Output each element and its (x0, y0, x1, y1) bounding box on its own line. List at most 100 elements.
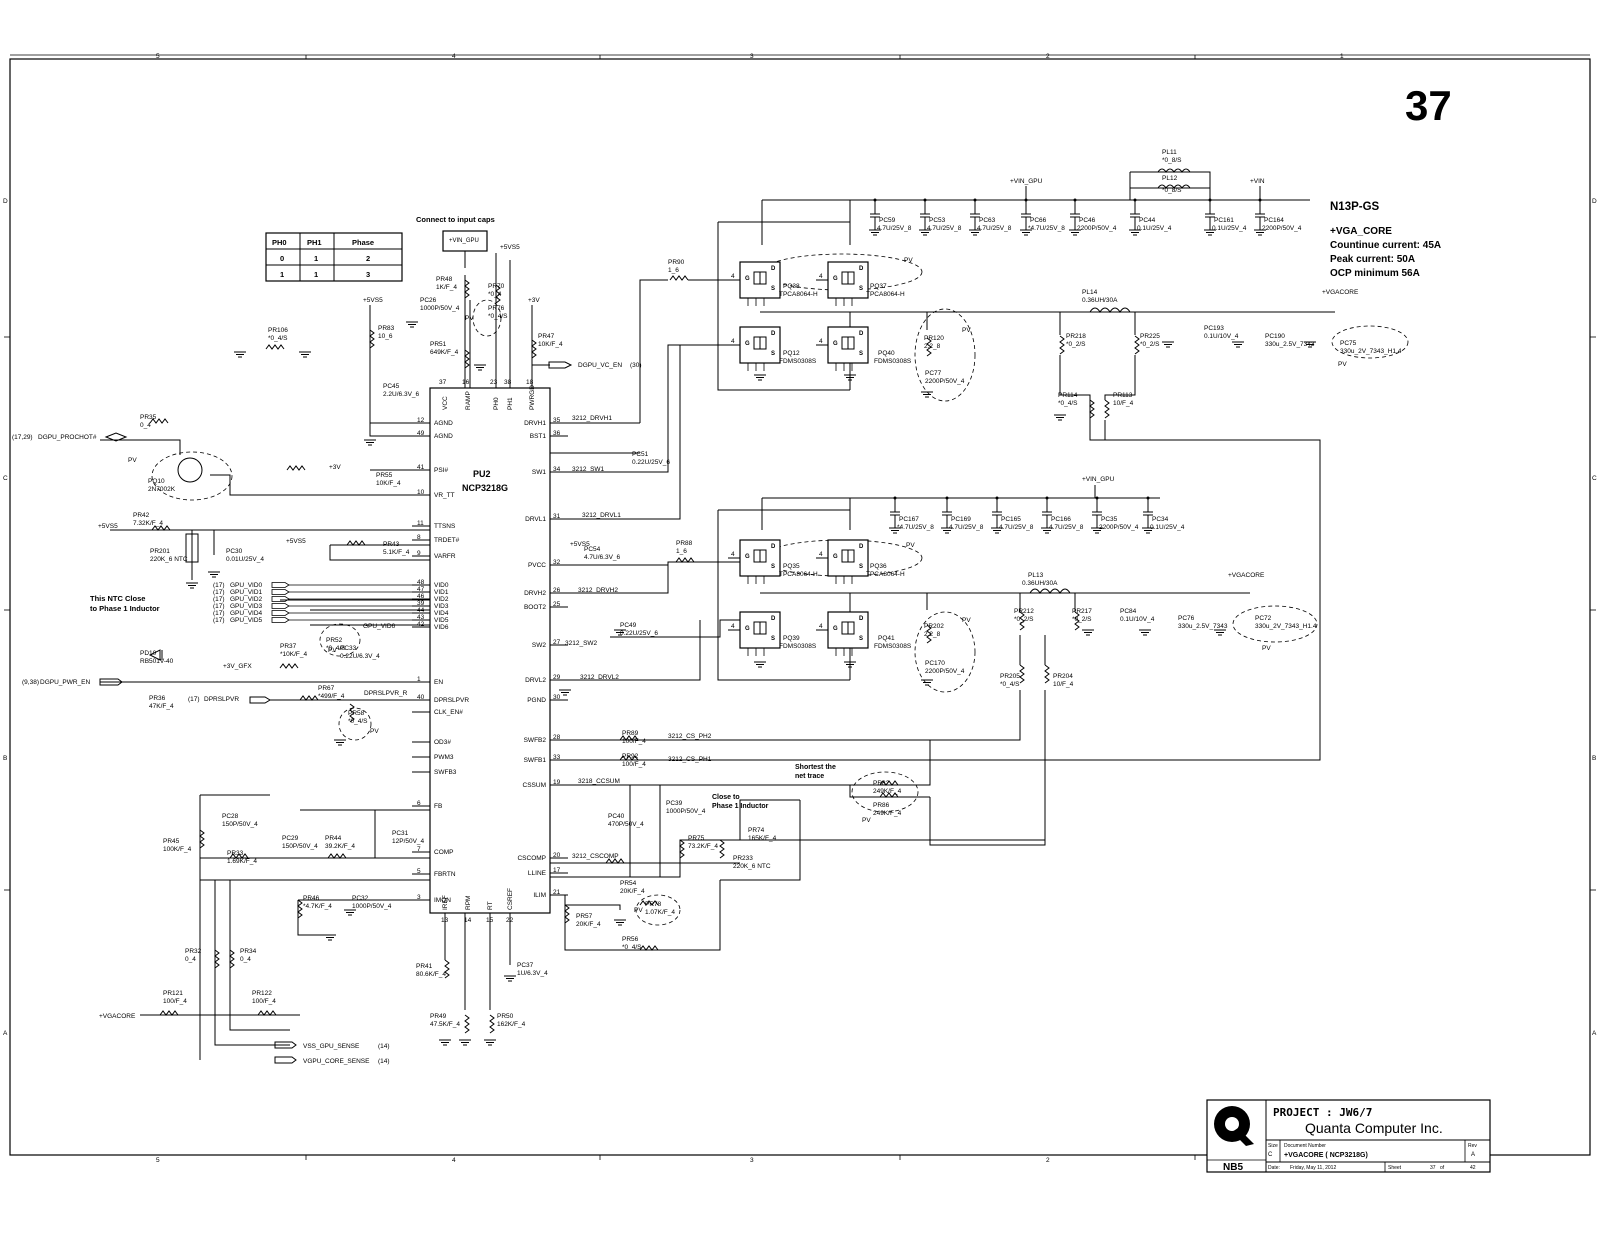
net-cssum: 3218_CCSUM (578, 778, 620, 785)
total-sheets: 42 (1470, 1165, 1476, 1171)
mosfet-ref: PQ37 (870, 283, 887, 290)
ic-pin-number: 41 (417, 464, 425, 471)
cap-value: 2200P/50V_4 (1262, 225, 1302, 232)
ic-pin-number: 12 (417, 417, 425, 424)
cap-value: 4.7U/25V_8 (949, 524, 984, 531)
component-ref: PC33 (340, 645, 357, 652)
component-ref: PC51 (632, 451, 649, 458)
logo-label: NB5 (1223, 1162, 1243, 1173)
ic-pin-name: RPM (465, 896, 472, 910)
component-value: 649K/F_4 (430, 349, 459, 356)
ic-pin-name: CSSUM (523, 782, 546, 789)
pv-label: PV (962, 327, 971, 334)
ic-pin-number: 47 (417, 586, 425, 593)
mosfet-part: FDMS0308S (779, 358, 817, 365)
ic-pin-name: SWFB2 (524, 737, 547, 744)
component-value: *0_4/S (348, 718, 368, 725)
svg-text:D: D (771, 331, 776, 337)
ic-pin-number: 39 (417, 600, 425, 607)
ic-pin-number: 29 (553, 674, 561, 681)
svg-text:S: S (859, 636, 863, 642)
phase-table-header: PH1 (307, 238, 322, 247)
mosfet-ref: PQ35 (783, 563, 800, 570)
ic-pin-name: PWM3 (434, 754, 454, 761)
component-ref: PR33 (227, 850, 244, 857)
svg-text:G: G (745, 626, 750, 632)
component-ref: PC49 (620, 622, 637, 629)
cap-value: 4.7U/25V_8 (1049, 524, 1084, 531)
component-ref: PR218 (1066, 333, 1086, 340)
component-ref: PR90 (668, 259, 685, 266)
ic-pin-number: 5 (417, 868, 421, 875)
row-label: A (3, 1030, 8, 1037)
component-value: 47.5K/F_4 (430, 1021, 460, 1028)
pv-label: PV (465, 315, 474, 322)
component-value: 1U/6.3V_4 (517, 970, 548, 977)
ic-pin-name: AGND (434, 420, 453, 427)
net-pwr-en: DGPU_PWR_EN (40, 679, 91, 686)
component-value: 2.2_8 (924, 343, 941, 350)
company-name: Quanta Computer Inc. (1305, 1120, 1443, 1136)
cap-value: 0.1U/25V_4 (1212, 225, 1247, 232)
phase-table-cell: 1 (314, 270, 318, 279)
component-ref: PC84 (1120, 608, 1137, 615)
pl11-ref: PL11 (1162, 149, 1177, 156)
net-cs-ph2: 3212_CS_PH2 (668, 733, 712, 740)
net-drvl1: 3212_DRVL1 (582, 512, 621, 519)
component-ref: PR106 (268, 327, 288, 334)
component-value: *0_4/S (268, 335, 288, 342)
ic-pin-name: VID3 (434, 603, 449, 610)
ic-pin-name: VID4 (434, 610, 449, 617)
ic-pin-number: 32 (553, 559, 561, 566)
component-value: 2200P/50V_4 (925, 668, 965, 675)
mosfet-part: TPCA8064-H (866, 571, 905, 578)
net-cscomp: 3212_CSCOMP (572, 853, 619, 860)
ic-pin-name: FBRTN (434, 871, 456, 878)
net-drvl2: 3212_DRVL2 (580, 674, 619, 681)
component-ref: PC39 (666, 800, 683, 807)
vid-ref: (17) (213, 603, 225, 610)
ic-pin-number: 9 (417, 550, 421, 557)
svg-text:D: D (859, 331, 864, 337)
mosfet-part: FDMS0308S (874, 358, 912, 365)
component-value: 2N7002K (148, 486, 176, 493)
cap-value: *4.7U/25V_8 (897, 524, 934, 531)
pv-label: PV (906, 542, 915, 549)
ic-pin-name: VID0 (434, 582, 449, 589)
net-5vs5-5: +5VS5 (570, 541, 590, 548)
net-pwr-en-ref: (9,38) (22, 679, 39, 686)
component-value: *4.7K/F_4 (303, 903, 332, 910)
mosfet-part: FDMS0308S (874, 643, 912, 650)
svg-text:S: S (859, 351, 863, 357)
component-value: 0.01U/25V_4 (226, 556, 264, 563)
component-value: *0_2/S (1014, 616, 1034, 623)
svg-text:D: D (859, 544, 864, 550)
ic-pin-number: 30 (553, 694, 561, 701)
component-value: 100/F_4 (622, 761, 646, 768)
component-value: 20K/F_4 (620, 888, 645, 895)
ic-pin-name: PVCC (528, 562, 546, 569)
component-ref: PR83 (378, 325, 395, 332)
component-ref: PR122 (252, 990, 272, 997)
component-ref: PC40 (608, 813, 625, 820)
svg-text:4: 4 (819, 338, 823, 345)
net-dprslpvr: DPRSLPVR (204, 696, 239, 703)
net-gpu-vid6: GPU_VID6 (363, 623, 396, 630)
ic-pin-name: IMON (434, 897, 451, 904)
phase-table-cell: 2 (366, 254, 370, 263)
ic-pin-name: OD3# (434, 739, 451, 746)
pl12-value: *0_8/S (1162, 187, 1182, 194)
net-3v-2: +3V (329, 464, 341, 471)
component-value: 100K/F_4 (163, 846, 192, 853)
spec-ocp: OCP minimum 56A (1330, 268, 1420, 279)
ic-pin-number: 21 (553, 889, 561, 896)
net-sw2: 3212_SW2 (565, 640, 598, 647)
cap-ref: PC34 (1152, 516, 1169, 523)
input-caps-top: PC594.7U/25V_8PC534.7U/25V_8PC634.7U/25V… (868, 198, 1302, 236)
svg-text:D: D (859, 266, 864, 272)
component-ref: PC75 (1340, 340, 1357, 347)
spec-rail: +VGA_CORE (1330, 226, 1392, 237)
